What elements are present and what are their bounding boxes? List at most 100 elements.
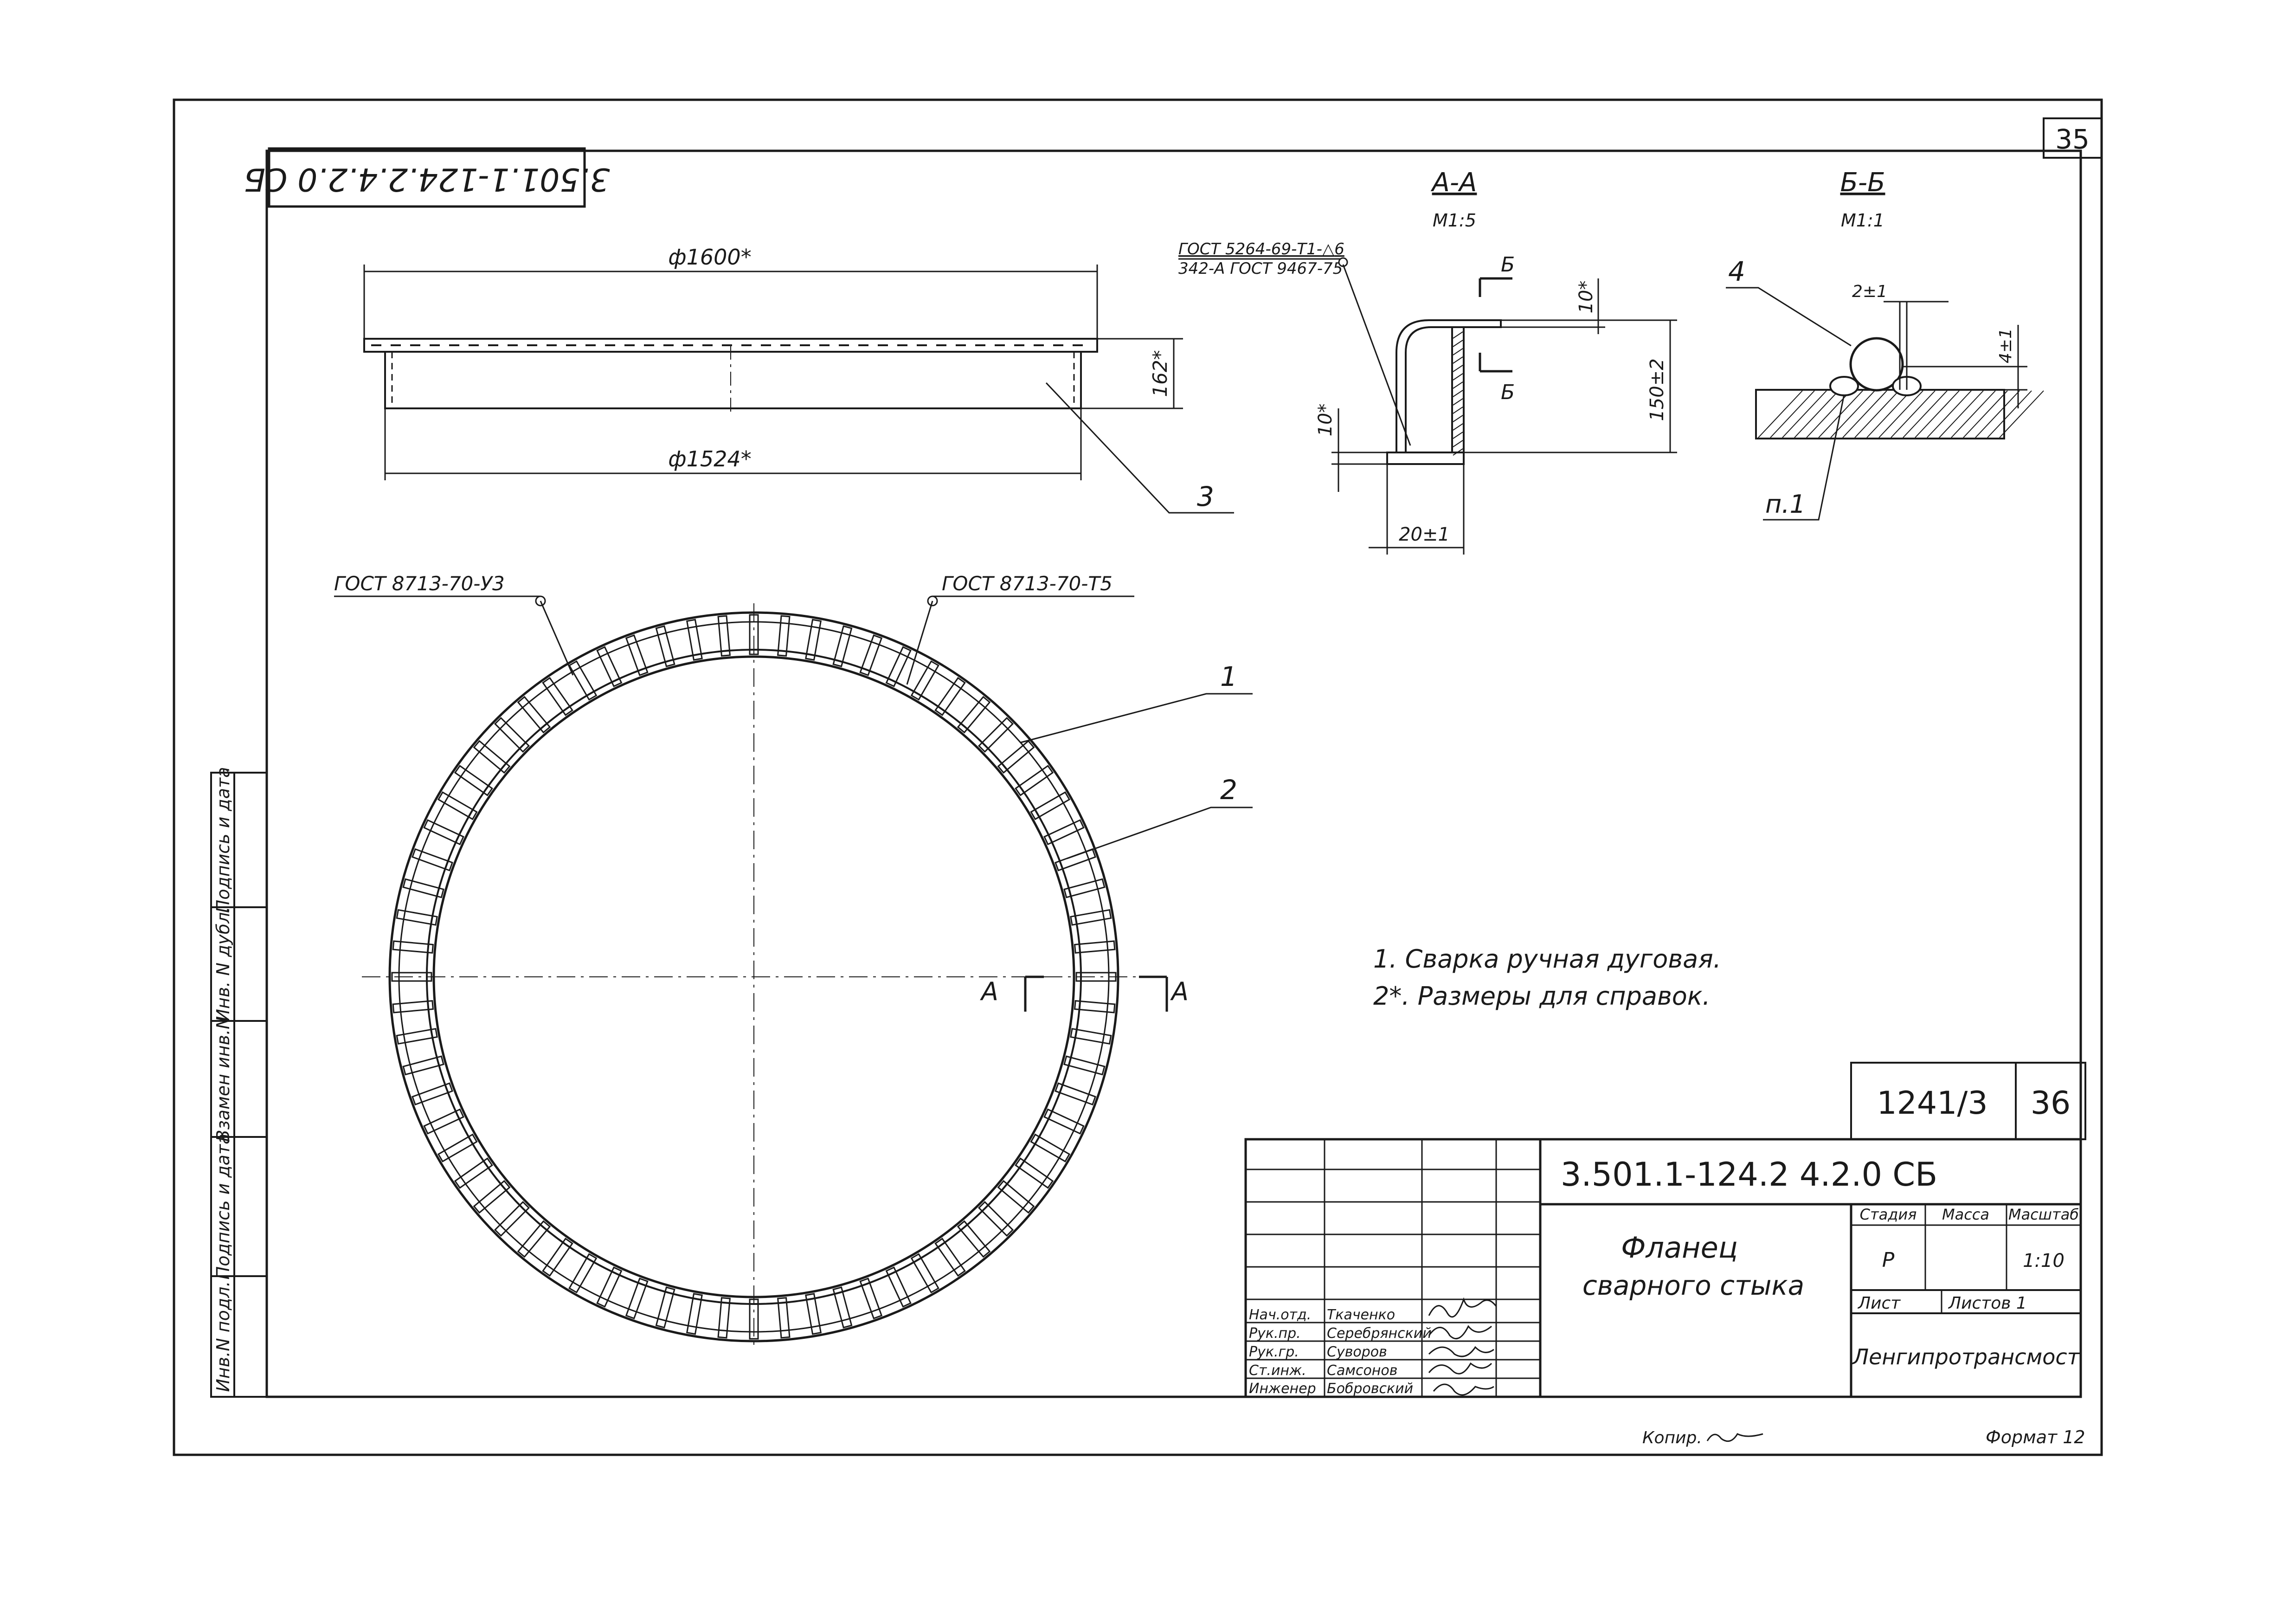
rotated-code-box <box>268 147 586 208</box>
ring-rib <box>777 615 791 657</box>
hatch-line <box>1758 390 1803 438</box>
title-block: 1241/3 36 3.501.1-124.2 4.2.0 СБ Фланец … <box>1244 1062 2086 1398</box>
hatch-line <box>1453 340 1463 347</box>
hatch-line <box>1453 356 1463 364</box>
hatch-line <box>1794 390 1839 438</box>
hatch-line <box>1951 390 1996 438</box>
hatch-line <box>1939 390 1984 438</box>
bb-dim-height: 4±1 <box>1996 328 2015 363</box>
ring-rib <box>749 614 759 655</box>
ring-rib <box>805 1293 822 1335</box>
top-view: ф1600* 162* ф1524* 3 <box>363 245 1234 514</box>
hatch-line <box>1878 390 1923 438</box>
cut-mark-bottom: Б <box>1501 381 1515 404</box>
note-2: 2*. Размеры для справок. <box>1373 981 1711 1011</box>
ring-rib <box>717 1297 731 1339</box>
ring-rib <box>392 1000 434 1014</box>
ring-rib <box>1043 819 1085 846</box>
sig-role-3: Рук.гр. <box>1249 1344 1299 1360</box>
hatch-line <box>1770 390 1815 438</box>
hatch-line <box>1453 407 1463 414</box>
hatch-line <box>1866 390 1911 438</box>
hatch-line <box>1453 365 1463 372</box>
sig-name-3: Суворов <box>1327 1344 1387 1360</box>
ring-rib <box>423 1108 464 1135</box>
weld-spec-1: ГОСТ 5264-69-Т1-△6 <box>1178 240 1344 258</box>
dim-outer-diameter: ф1600* <box>668 245 751 270</box>
ring-rib <box>437 1133 478 1162</box>
rotated-code: 3.501.1-124.2.4.2.0 СБ <box>244 161 610 197</box>
ring-rib <box>625 1278 649 1319</box>
sig-name-4: Самсонов <box>1327 1362 1397 1379</box>
ring-rib <box>934 677 966 716</box>
stage-header: Стадия <box>1860 1206 1917 1223</box>
ring-rib <box>978 1201 1014 1237</box>
hatch-line <box>1927 390 1972 438</box>
section-bb-title: Б-Б <box>1840 168 1885 198</box>
stage-value: Р <box>1882 1248 1895 1272</box>
ring-rib <box>717 615 731 657</box>
weld-label-left: ГОСТ 8713-70-У3 <box>334 572 505 595</box>
hatch-line <box>1975 390 2020 438</box>
ring-rib <box>473 740 511 774</box>
ring-rib <box>1070 909 1112 926</box>
ring-rib <box>749 1298 759 1340</box>
ring-rib <box>978 717 1014 753</box>
hatch-line <box>1453 398 1463 406</box>
ring-rib <box>957 696 991 734</box>
hatch-line <box>1453 390 1463 397</box>
ring-rib <box>542 1238 573 1277</box>
ring-rib <box>517 696 551 734</box>
ring-rib <box>568 1253 598 1294</box>
ring-rib <box>392 940 434 954</box>
strip-label-4: Подпись и дата <box>213 1134 233 1280</box>
hatch-line <box>1830 390 1875 438</box>
title-line-2: сварного стыка <box>1582 1270 1804 1301</box>
ring-rib <box>885 646 912 687</box>
hatch-line <box>1453 373 1463 381</box>
note-1: 1. Сварка ручная дуговая. <box>1373 944 1721 974</box>
ring-rib <box>1075 972 1117 982</box>
ring-rib <box>1063 1055 1106 1076</box>
ring-rib <box>1074 940 1116 954</box>
ring-rib <box>910 1253 939 1294</box>
callout-4: 4 <box>1728 256 1745 287</box>
ring-rib <box>805 619 822 661</box>
signature-scribble-3 <box>1428 1346 1494 1357</box>
hatch-line <box>1782 390 1827 438</box>
ring-rib <box>885 1266 912 1308</box>
hatch-line <box>1453 331 1463 339</box>
ring-rib <box>1015 1157 1054 1189</box>
ring-rib <box>1074 1000 1116 1014</box>
ring-rib <box>777 1297 791 1339</box>
ring-rib <box>596 1266 623 1308</box>
mass-header: Масса <box>1942 1206 1989 1223</box>
ring-rib <box>402 878 444 898</box>
ring-rib <box>997 740 1035 774</box>
hatch-line <box>1453 381 1463 389</box>
inventory-number: 1241/3 <box>1877 1085 1987 1122</box>
sig-role-2: Рук.пр. <box>1249 1325 1301 1342</box>
hatch-line <box>1915 390 1960 438</box>
signature-scribble-5 <box>1433 1383 1494 1396</box>
strip-label-3: Взамен инв.N <box>213 1016 233 1142</box>
hatch-line <box>1453 432 1463 439</box>
hatch-line <box>1453 440 1463 447</box>
weld-spec-2: 342-А ГОСТ 9467-75 <box>1178 259 1343 278</box>
ring-rib <box>412 1082 453 1106</box>
ring-rib <box>494 717 530 753</box>
scale-value: 1:10 <box>2023 1250 2064 1272</box>
sig-name-2: Серебрянский <box>1327 1325 1432 1342</box>
cut-mark-top: Б <box>1501 253 1515 277</box>
sig-role-1: Нач.отд. <box>1249 1307 1311 1323</box>
ring-rib <box>910 660 939 701</box>
format-label: Формат 12 <box>1986 1427 2085 1447</box>
designation: 3.501.1-124.2 4.2.0 СБ <box>1561 1156 1937 1194</box>
title-line-1: Фланец <box>1621 1231 1738 1265</box>
hatch-line <box>1999 390 2044 438</box>
sig-name-5: Бобровский <box>1327 1381 1413 1397</box>
weld-label-right: ГОСТ 8713-70-Т5 <box>942 572 1113 595</box>
ring-rib <box>596 646 623 687</box>
section-bb: Б-Б М1:1 2±1 4±1 4 п.1 <box>1726 168 2044 521</box>
dim-height: 162* <box>1149 350 1171 397</box>
